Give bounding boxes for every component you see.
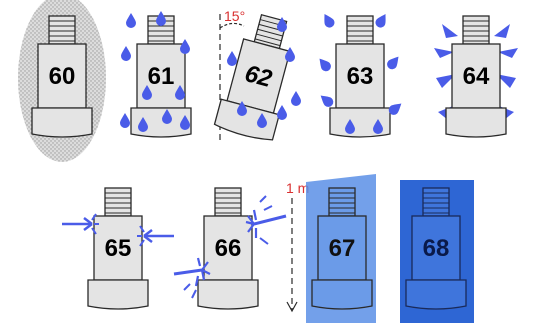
rating-code-67: 67 bbox=[329, 235, 356, 262]
depth-label: 1 m bbox=[286, 180, 309, 196]
sensor-60: 60 bbox=[18, 0, 106, 162]
sensor-65: 65 bbox=[62, 188, 174, 309]
rating-code-65: 65 bbox=[105, 235, 132, 262]
rating-code-68: 68 bbox=[423, 235, 450, 262]
rating-code-64: 64 bbox=[463, 63, 490, 90]
sensor-64: 64 bbox=[434, 16, 518, 137]
sensor-67: 67 bbox=[306, 174, 376, 323]
rating-code-60: 60 bbox=[49, 63, 76, 90]
tilt-angle-label: 15° bbox=[224, 8, 245, 24]
rating-code-63: 63 bbox=[347, 63, 374, 90]
tilt-angle-arc bbox=[220, 23, 244, 28]
sensor-62: 15° 62 bbox=[214, 8, 303, 143]
sensor-66: 66 bbox=[174, 188, 286, 309]
sensor-63: 63 bbox=[316, 11, 405, 137]
rating-code-66: 66 bbox=[215, 235, 242, 262]
depth-indicator: 1 m bbox=[286, 180, 309, 311]
rating-code-61-label: 61 bbox=[148, 63, 175, 90]
sensor-68: 68 bbox=[400, 180, 474, 323]
sensor-61: 65 61 bbox=[120, 11, 191, 137]
